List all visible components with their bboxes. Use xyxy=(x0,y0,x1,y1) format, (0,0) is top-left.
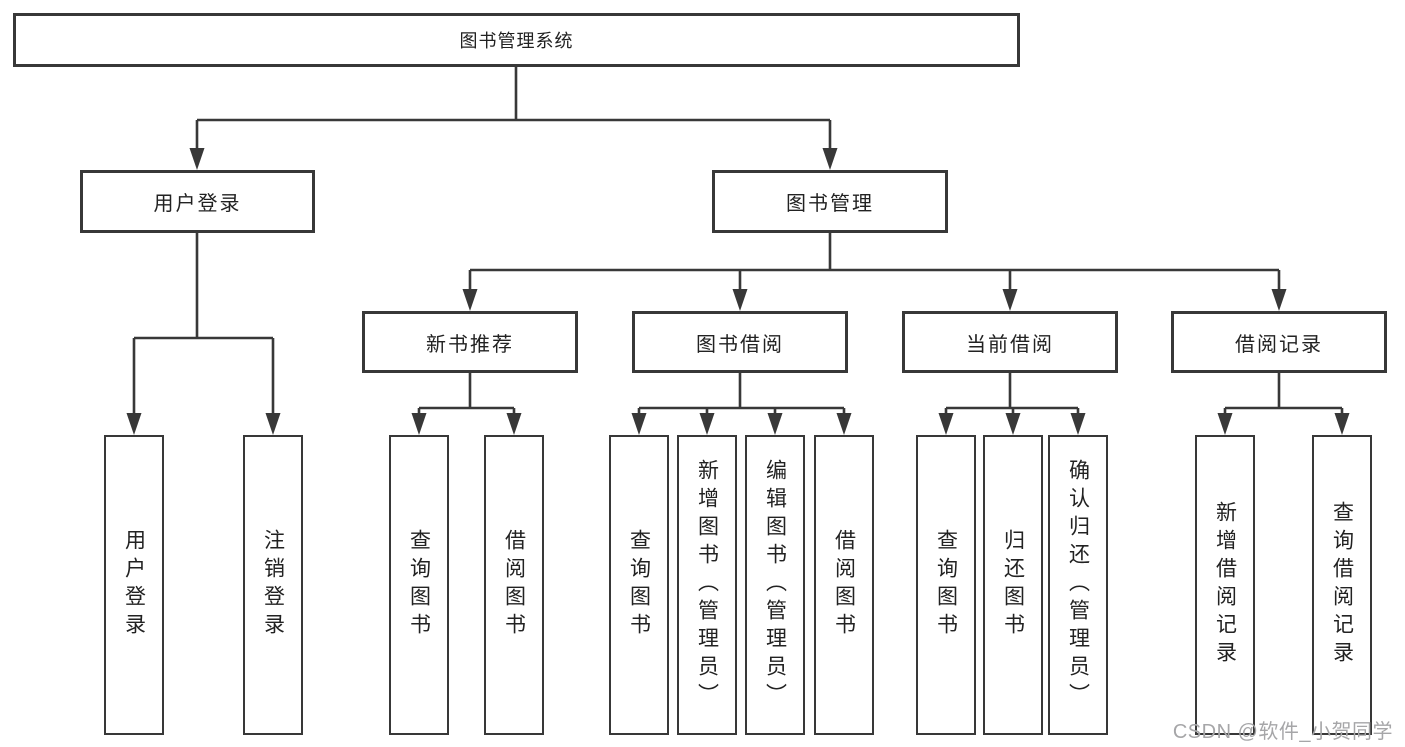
node-current-borrowing: 当前借阅 xyxy=(902,311,1118,373)
leaf-query-books-borrowing: 查询图书 xyxy=(609,435,669,735)
leaf-logout: 注销登录 xyxy=(243,435,303,735)
node-new-book-recommendation: 新书推荐 xyxy=(362,311,578,373)
node-label: 归还图书 xyxy=(1001,529,1025,641)
node-label: 当前借阅 xyxy=(966,333,1054,356)
node-library-management-system: 图书管理系统 xyxy=(13,13,1020,67)
node-label: 借阅图书 xyxy=(832,529,856,641)
node-label: 新书推荐 xyxy=(426,333,514,356)
node-label: 图书管理系统 xyxy=(459,31,574,51)
node-label: 新增图书（管理员） xyxy=(695,459,719,711)
node-label: 借阅图书 xyxy=(502,529,526,641)
node-borrowing-records: 借阅记录 xyxy=(1171,311,1387,373)
node-label: 新增借阅记录 xyxy=(1213,501,1237,669)
node-label: 查询借阅记录 xyxy=(1330,501,1354,669)
leaf-user-login: 用户登录 xyxy=(104,435,164,735)
node-label: 注销登录 xyxy=(261,529,285,641)
node-label: 查询图书 xyxy=(934,529,958,641)
leaf-query-books-recommendation: 查询图书 xyxy=(389,435,449,735)
leaf-query-books-current: 查询图书 xyxy=(916,435,976,735)
node-label: 确认归还（管理员） xyxy=(1066,459,1090,711)
node-book-management: 图书管理 xyxy=(712,170,948,233)
leaf-return-books: 归还图书 xyxy=(983,435,1043,735)
node-label: 查询图书 xyxy=(627,529,651,641)
leaf-add-books-admin: 新增图书（管理员） xyxy=(677,435,737,735)
node-label: 用户登录 xyxy=(122,529,146,641)
leaf-borrow-books: 借阅图书 xyxy=(814,435,874,735)
node-book-borrowing: 图书借阅 xyxy=(632,311,848,373)
leaf-query-borrow-record: 查询借阅记录 xyxy=(1312,435,1372,735)
leaf-borrow-books-recommendation: 借阅图书 xyxy=(484,435,544,735)
leaf-confirm-return-admin: 确认归还（管理员） xyxy=(1048,435,1108,735)
node-label: 查询图书 xyxy=(407,529,431,641)
node-label: 图书管理 xyxy=(786,193,874,215)
node-label: 借阅记录 xyxy=(1235,333,1323,356)
leaf-edit-books-admin: 编辑图书（管理员） xyxy=(745,435,805,735)
node-user-login: 用户登录 xyxy=(80,170,315,233)
leaf-add-borrow-record: 新增借阅记录 xyxy=(1195,435,1255,735)
node-label: 编辑图书（管理员） xyxy=(763,459,787,711)
node-label: 图书借阅 xyxy=(696,333,784,356)
node-label: 用户登录 xyxy=(153,193,242,215)
